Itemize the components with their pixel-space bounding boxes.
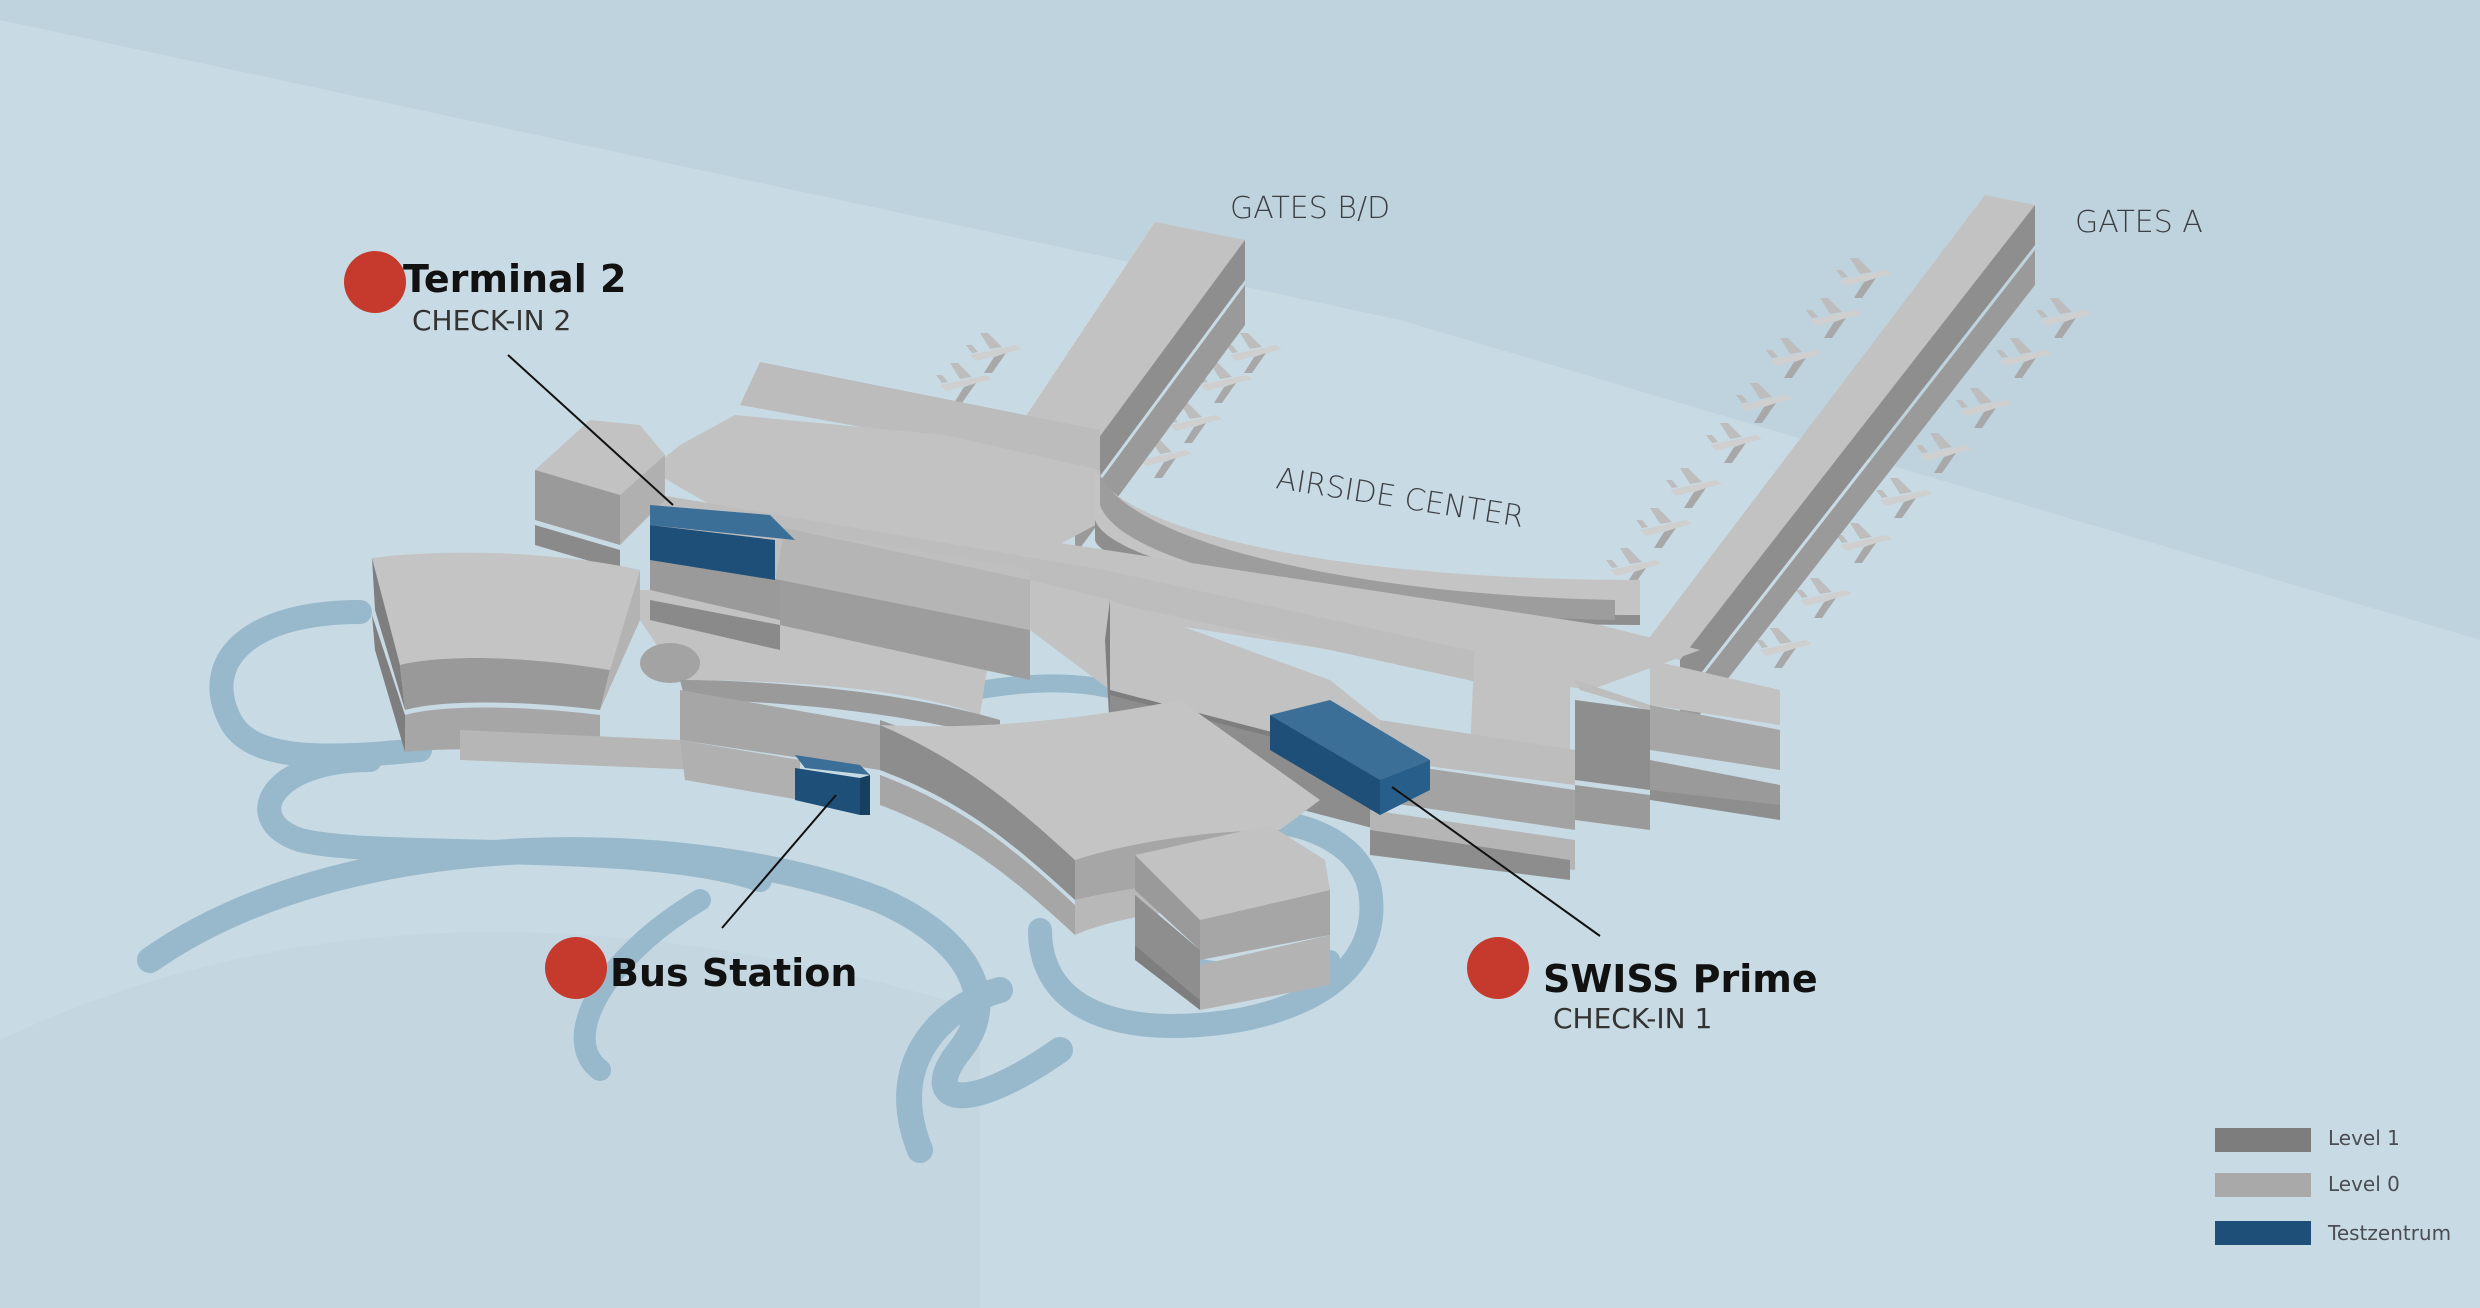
legend-item-level-1: Level 1	[2215, 1126, 2400, 1152]
poi-marker-icon[interactable]	[1467, 937, 1529, 999]
legend-swatch	[2215, 1128, 2311, 1152]
label-gates-a: GATES A	[2075, 205, 2203, 240]
legend-item-level-0: Level 0	[2215, 1172, 2400, 1197]
poi-swiss-prime[interactable]: SWISS Prime CHECK-IN 1	[1467, 937, 1818, 1035]
label-gates-bd: GATES B/D	[1230, 191, 1390, 226]
legend: Level 1 Level 0 Testzentrum	[2215, 1126, 2451, 1245]
leader-lines	[507, 354, 1601, 937]
legend-swatch	[2215, 1173, 2311, 1197]
landside-plane	[0, 931, 980, 1308]
poi-marker-icon[interactable]	[344, 251, 406, 313]
poi-title: SWISS Prime	[1543, 957, 1818, 1001]
poi-title: Terminal 2	[403, 257, 626, 301]
legend-label: Level 0	[2328, 1172, 2400, 1196]
legend-label: Testzentrum	[2327, 1221, 2451, 1245]
poi-title: Bus Station	[610, 951, 857, 995]
legend-label: Level 1	[2328, 1126, 2400, 1150]
poi-marker-icon[interactable]	[545, 937, 607, 999]
legend-swatch	[2215, 1221, 2311, 1245]
terminal-buildings	[372, 195, 2035, 1010]
legend-item-testzentrum: Testzentrum	[2215, 1221, 2451, 1245]
poi-terminal-2[interactable]: Terminal 2 CHECK-IN 2	[344, 251, 626, 337]
poi-subtitle: CHECK-IN 1	[1553, 1002, 1712, 1035]
poi-bus-station[interactable]: Bus Station	[545, 937, 857, 999]
testzentrum-blocks	[650, 505, 1430, 815]
airfield-plane	[0, 0, 2480, 640]
poi-subtitle: CHECK-IN 2	[412, 304, 571, 337]
